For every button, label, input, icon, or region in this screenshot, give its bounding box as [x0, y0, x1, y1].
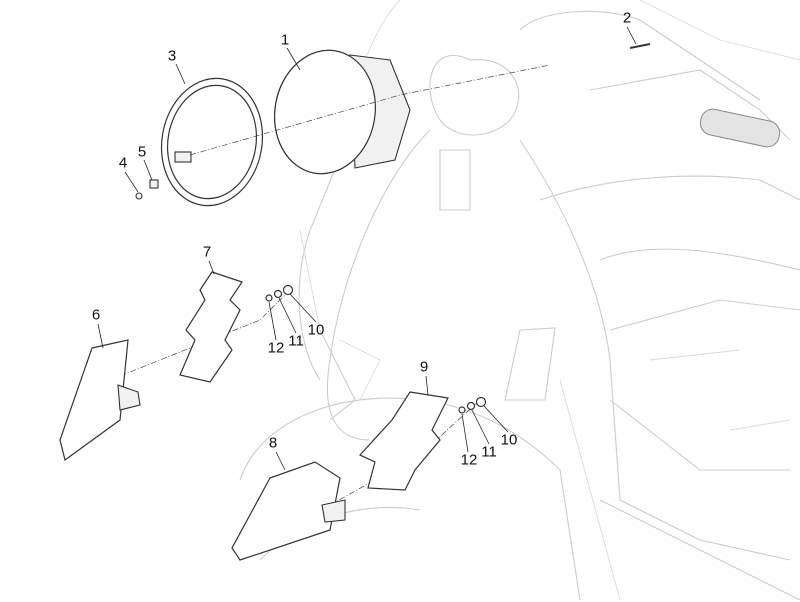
- headlamp-unit: [273, 49, 411, 175]
- callout-11-right: 11: [481, 443, 497, 461]
- callout-10-right: 10: [500, 431, 518, 449]
- leader-lines: [97, 26, 637, 471]
- headlamp-rim: [160, 77, 264, 207]
- part-7-bracket: [179, 271, 243, 383]
- part-2-screw: [629, 43, 651, 49]
- part-6-turn-signal-left: [59, 339, 129, 462]
- part-9-bracket: [359, 391, 449, 491]
- callout-12-right: 12: [460, 451, 478, 469]
- callout-11-left: 11: [288, 332, 304, 350]
- callout-10-left: 10: [307, 321, 325, 339]
- callout-6: 6: [91, 306, 101, 324]
- callout-8: 8: [268, 434, 278, 452]
- callout-5: 5: [137, 143, 147, 161]
- callout-4: 4: [118, 154, 128, 172]
- callout-1: 1: [280, 31, 290, 49]
- callout-3: 3: [167, 47, 177, 65]
- callout-9: 9: [419, 358, 429, 376]
- part-4-screw: [135, 192, 143, 200]
- part-5-clip: [149, 179, 159, 189]
- part-8-turn-signal-right: [231, 461, 341, 561]
- callout-2: 2: [622, 9, 632, 27]
- callout-12-left: 12: [267, 339, 285, 357]
- callout-7: 7: [202, 243, 212, 261]
